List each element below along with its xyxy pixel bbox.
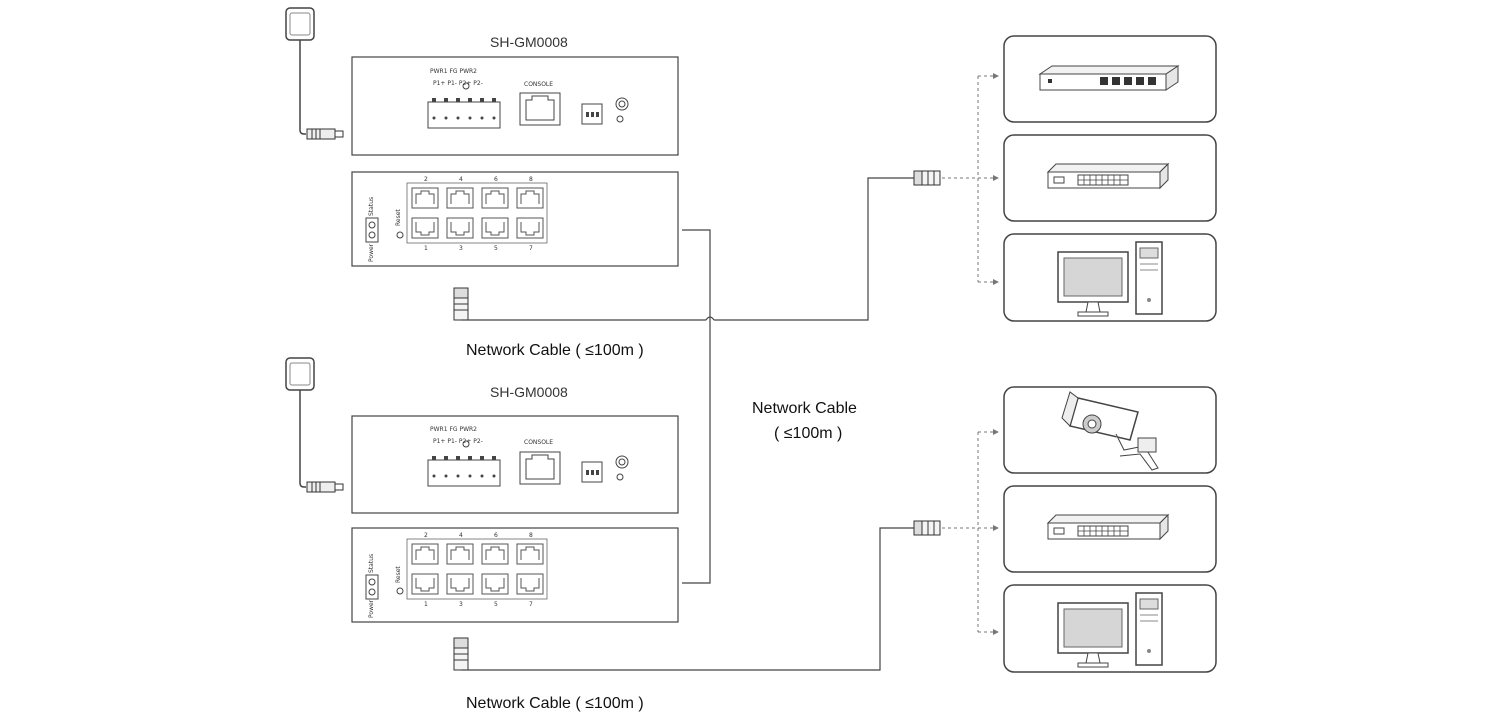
switch-2-status-label: Status <box>368 553 375 573</box>
port-number: 7 <box>529 245 533 252</box>
switch-1-reset-label: Reset <box>395 209 402 226</box>
switch-icon <box>1047 163 1169 189</box>
interconnect-cable-label-line2: ( ≤100m ) <box>774 425 843 442</box>
dc-plug-icon <box>306 128 344 140</box>
switch-2-reset-label: Reset <box>395 566 402 583</box>
switch-2-console-label: CONSOLE <box>524 439 554 446</box>
device-group-2 <box>942 386 1217 673</box>
rj45-connector-icon <box>913 170 941 186</box>
port-number: 4 <box>459 176 463 183</box>
port-number: 1 <box>424 601 428 608</box>
switch-2-polarity-label: P1+ P1- P2+ P2- <box>433 438 483 445</box>
port-number: 2 <box>424 176 428 183</box>
port-number: 8 <box>529 176 533 183</box>
device-group-1 <box>942 35 1217 322</box>
power-adapter-icon <box>285 7 315 57</box>
switch-1-status-label: Status <box>368 196 375 216</box>
switch-front-panel <box>351 171 679 267</box>
switch-1-console-label: CONSOLE <box>524 81 554 88</box>
switch-1 <box>285 7 941 321</box>
port-number: 3 <box>459 245 463 252</box>
switch-2 <box>285 357 941 671</box>
router-icon <box>1039 65 1179 91</box>
port-number: 5 <box>494 245 498 252</box>
switch-2-power-terminal-label: PWR1 FG PWR2 <box>430 426 477 433</box>
switch-top-panel <box>351 415 679 514</box>
rj45-connector-icon <box>453 637 469 671</box>
switch-1-power-label: Power <box>368 243 375 262</box>
switch-2-power-label: Power <box>368 599 375 618</box>
port-number: 1 <box>424 245 428 252</box>
switch-top-panel <box>351 56 679 156</box>
power-adapter-icon <box>285 357 315 407</box>
port-number: 6 <box>494 532 498 539</box>
dc-plug-icon <box>306 481 344 493</box>
port-number: 3 <box>459 601 463 608</box>
port-number: 5 <box>494 601 498 608</box>
interconnect-cable <box>682 229 711 584</box>
switch-1-power-terminal-label: PWR1 FG PWR2 <box>430 68 477 75</box>
switch-front-panel <box>351 527 679 623</box>
switch-icon <box>1047 514 1169 540</box>
interconnect-cable-label-line1: Network Cable <box>752 400 857 417</box>
port-number: 2 <box>424 532 428 539</box>
switch-2-model-label: SH-GM0008 <box>490 384 568 400</box>
switch-1-model-label: SH-GM0008 <box>490 34 568 50</box>
port-number: 7 <box>529 601 533 608</box>
switch-1-uplink-cable-label: Network Cable ( ≤100m ) <box>466 342 644 359</box>
port-number: 4 <box>459 532 463 539</box>
switch-1-polarity-label: P1+ P1- P2+ P2- <box>433 80 483 87</box>
rj45-connector-icon <box>913 520 941 536</box>
rj45-connector-icon <box>453 287 469 321</box>
port-number: 6 <box>494 176 498 183</box>
port-number: 8 <box>529 532 533 539</box>
switch-2-uplink-cable-label: Network Cable ( ≤100m ) <box>466 695 644 712</box>
